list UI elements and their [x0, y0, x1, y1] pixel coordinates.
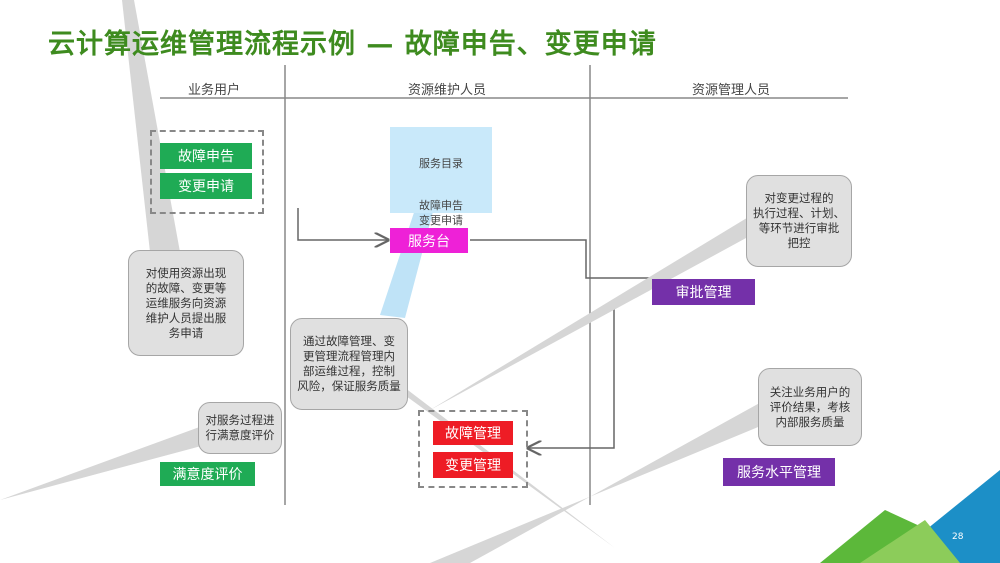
process-group	[418, 410, 528, 488]
page-number: 28	[952, 532, 964, 542]
callout-evaluation-focus: 关注业务用户的 评价结果，考核 内部服务质量	[758, 368, 862, 446]
service-catalog: 服务目录 故障申告 变更申请	[390, 127, 492, 227]
service-catalog-heading: 服务目录	[419, 157, 463, 170]
callout-user-eval: 对服务过程进 行满意度评价	[198, 402, 282, 454]
connector-approval-to-change	[528, 304, 615, 448]
callout-process-control: 通过故障管理、变 更管理流程管理内 部运维过程，控制 风险，保证服务质量	[290, 318, 408, 410]
satisfaction-eval-box[interactable]: 满意度评价	[160, 462, 255, 486]
callout-tail-change-approval	[430, 210, 770, 410]
callout-user-submit: 对使用资源出现 的故障、变更等 运维服务向资源 维护人员提出服 务申请	[128, 250, 244, 356]
approval-management-box[interactable]: 审批管理	[652, 279, 755, 305]
corner-decor-lightgreen	[860, 520, 960, 563]
callout-change-approval: 对变更过程的 执行过程、计划、 等环节进行审批 把控	[746, 175, 852, 267]
lane-label-resource-maintainer: 资源维护人员	[408, 83, 487, 98]
page-title: 云计算运维管理流程示例 — 故障申告、变更申请	[48, 29, 657, 60]
change-management-box[interactable]: 变更管理	[433, 452, 513, 478]
callout-tail-user-eval	[0, 425, 205, 500]
connector-request-to-service-desk	[297, 208, 388, 240]
lane-label-business-user: 业务用户	[188, 83, 241, 98]
service-level-management-box[interactable]: 服务水平管理	[723, 458, 835, 486]
fault-management-box[interactable]: 故障管理	[433, 421, 513, 445]
service-desk-box[interactable]: 服务台	[390, 228, 468, 253]
connector-desk-to-approval	[470, 239, 652, 279]
service-catalog-items: 故障申告 变更申请	[419, 199, 463, 227]
fault-report-box[interactable]: 故障申告	[160, 143, 252, 169]
change-request-box[interactable]: 变更申请	[160, 173, 252, 199]
lane-label-resource-manager: 资源管理人员	[692, 83, 771, 98]
user-request-group	[150, 130, 264, 214]
callout-tail-evaluation	[430, 400, 775, 563]
